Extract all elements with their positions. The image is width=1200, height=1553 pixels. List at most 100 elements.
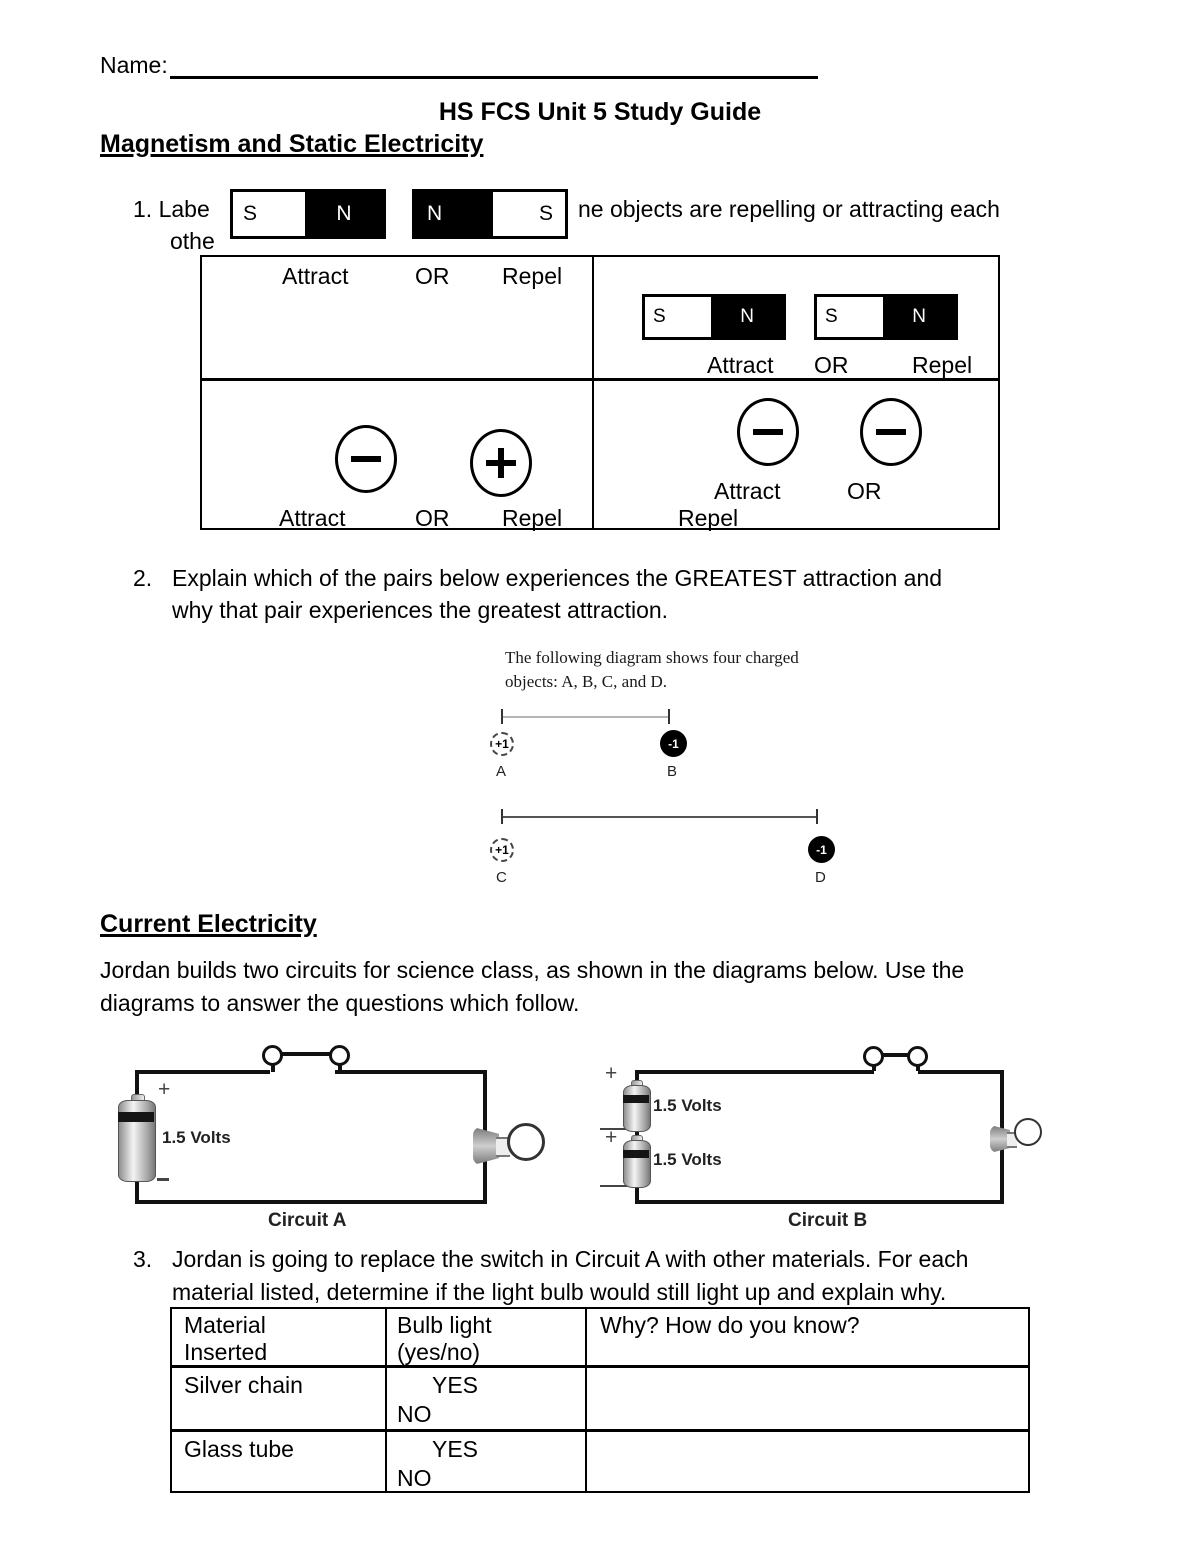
battery-band — [623, 1095, 649, 1103]
light-bulb-icon — [507, 1123, 545, 1161]
wire — [135, 1070, 270, 1074]
circuit-a-diagram: + 1.5 Volts Circuit A — [110, 1038, 570, 1238]
battery-voltage-label: 1.5 Volts — [653, 1096, 722, 1115]
circuit-b-label: Circuit B — [788, 1210, 868, 1231]
magnet-pole-s: S — [233, 192, 305, 236]
negative-charge-b-icon: -1 — [660, 730, 687, 757]
magnet-pole-s: S — [817, 297, 884, 337]
circuit-b-diagram: + 1.5 Volts + 1.5 Volts Circuit B — [595, 1038, 1060, 1238]
battery-minus-line — [600, 1128, 632, 1130]
switch-bar — [273, 1052, 340, 1056]
distance-line-cd — [502, 816, 818, 818]
q1-cell1-or: OR — [415, 263, 450, 289]
minus-charge-icon — [860, 398, 922, 466]
bar-magnet-cell-1: S N — [642, 294, 786, 340]
q1-line2: othe — [170, 228, 215, 254]
charge-b-label: B — [667, 763, 678, 780]
switch-bar — [874, 1053, 918, 1057]
yes-option: YES — [432, 1436, 479, 1462]
q2-line1: Explain which of the pairs below experie… — [172, 565, 943, 591]
positive-charge-c-icon: +1 — [490, 838, 514, 862]
q1-cell3-or: OR — [415, 505, 450, 531]
col-header-material-line2: Inserted — [184, 1339, 268, 1365]
q1-cell3-repel: Repel — [502, 505, 563, 531]
battery-band — [623, 1150, 649, 1158]
table-divider-horizontal — [202, 378, 998, 381]
q1-cell2-or: OR — [814, 352, 849, 378]
q2-line2: why that pair experiences the greatest a… — [172, 597, 669, 623]
col-header-bulb-line2: (yes/no) — [397, 1339, 481, 1365]
switch-terminal-icon — [863, 1046, 884, 1067]
material-cell: Silver chain — [184, 1372, 303, 1398]
charge-d-label: D — [815, 869, 826, 886]
name-label: Name: — [100, 52, 168, 78]
q3-number: 3. — [133, 1246, 153, 1272]
q3-line2: material listed, determine if the light … — [172, 1279, 947, 1305]
q1-cell2-repel: Repel — [912, 352, 973, 378]
yes-option: YES — [432, 1372, 479, 1398]
negative-charge-d-icon: -1 — [808, 836, 835, 863]
q2-number: 2. — [133, 565, 153, 591]
battery-plus-label: + — [158, 1078, 171, 1101]
bulb-neck — [1007, 1132, 1017, 1148]
minus-charge-icon — [737, 398, 799, 466]
table-divider-vertical — [592, 257, 594, 528]
battery-minus-line — [600, 1185, 632, 1187]
magnet-pole-s: S — [493, 192, 565, 236]
distance-line-ab — [502, 716, 670, 718]
q1-cell1-repel: Repel — [502, 263, 563, 289]
current-intro-line2: diagrams to answer the questions which f… — [100, 990, 580, 1016]
magnet-pole-s: S — [645, 297, 712, 337]
figure-caption-line1: The following diagram shows four charged — [505, 648, 799, 667]
bulb-socket — [990, 1125, 1010, 1153]
table-divider-vertical — [585, 1309, 587, 1491]
battery-icon — [623, 1085, 651, 1132]
magnet-pole-n: N — [415, 192, 493, 236]
q1-cell2-attract: Attract — [707, 352, 774, 378]
wire — [635, 1200, 1004, 1204]
wire — [918, 1070, 1004, 1074]
distance-tick — [816, 809, 818, 824]
wire — [335, 1070, 487, 1074]
charged-objects-figure: The following diagram shows four charged… — [488, 646, 848, 891]
section-heading-current: Current Electricity — [100, 910, 317, 938]
distance-tick — [668, 709, 670, 724]
battery-band — [118, 1112, 154, 1122]
battery-plus-label: + — [605, 1062, 618, 1085]
minus-charge-icon — [335, 425, 397, 493]
light-bulb-icon — [1014, 1118, 1042, 1146]
q1-cell4-attract: Attract — [714, 478, 781, 504]
q3-line1: Jordan is going to replace the switch in… — [172, 1246, 969, 1272]
no-option: NO — [397, 1465, 432, 1491]
bulb-neck — [496, 1137, 510, 1157]
q1-answer-table: Attract OR Repel S N S N Attract OR Repe… — [200, 255, 1000, 531]
distance-tick — [501, 809, 503, 824]
switch-terminal-icon — [262, 1045, 283, 1066]
wire — [135, 1200, 487, 1204]
switch-stub — [338, 1064, 342, 1072]
magnet-pole-n: N — [305, 192, 383, 236]
bulb-socket — [473, 1127, 499, 1165]
col-header-bulb: Bulb light — [397, 1312, 492, 1338]
q1-cell4-or: OR — [847, 478, 882, 504]
wire — [635, 1070, 874, 1074]
switch-stub — [916, 1065, 920, 1071]
name-row: Name: — [100, 52, 168, 79]
q1-number-and-start: 1. Labe — [133, 196, 210, 222]
current-intro-line1: Jordan builds two circuits for science c… — [100, 957, 965, 983]
switch-stub — [271, 1064, 275, 1072]
bar-magnet-top-1: S N — [230, 189, 386, 239]
battery-voltage-label: 1.5 Volts — [653, 1150, 722, 1169]
circuit-a-label: Circuit A — [268, 1210, 347, 1231]
no-option: NO — [397, 1401, 432, 1427]
battery-voltage-label: 1.5 Volts — [162, 1128, 231, 1147]
switch-terminal-icon — [907, 1046, 928, 1067]
battery-plus-label: + — [605, 1126, 618, 1149]
battery-minus-mark — [157, 1178, 169, 1181]
plus-charge-icon — [470, 429, 532, 497]
q1-cell4-repel: Repel — [678, 505, 739, 531]
materials-table: Material Inserted Bulb light (yes/no) Wh… — [170, 1307, 1030, 1493]
bar-magnet-cell-2: S N — [814, 294, 958, 340]
charge-c-label: C — [496, 869, 507, 886]
